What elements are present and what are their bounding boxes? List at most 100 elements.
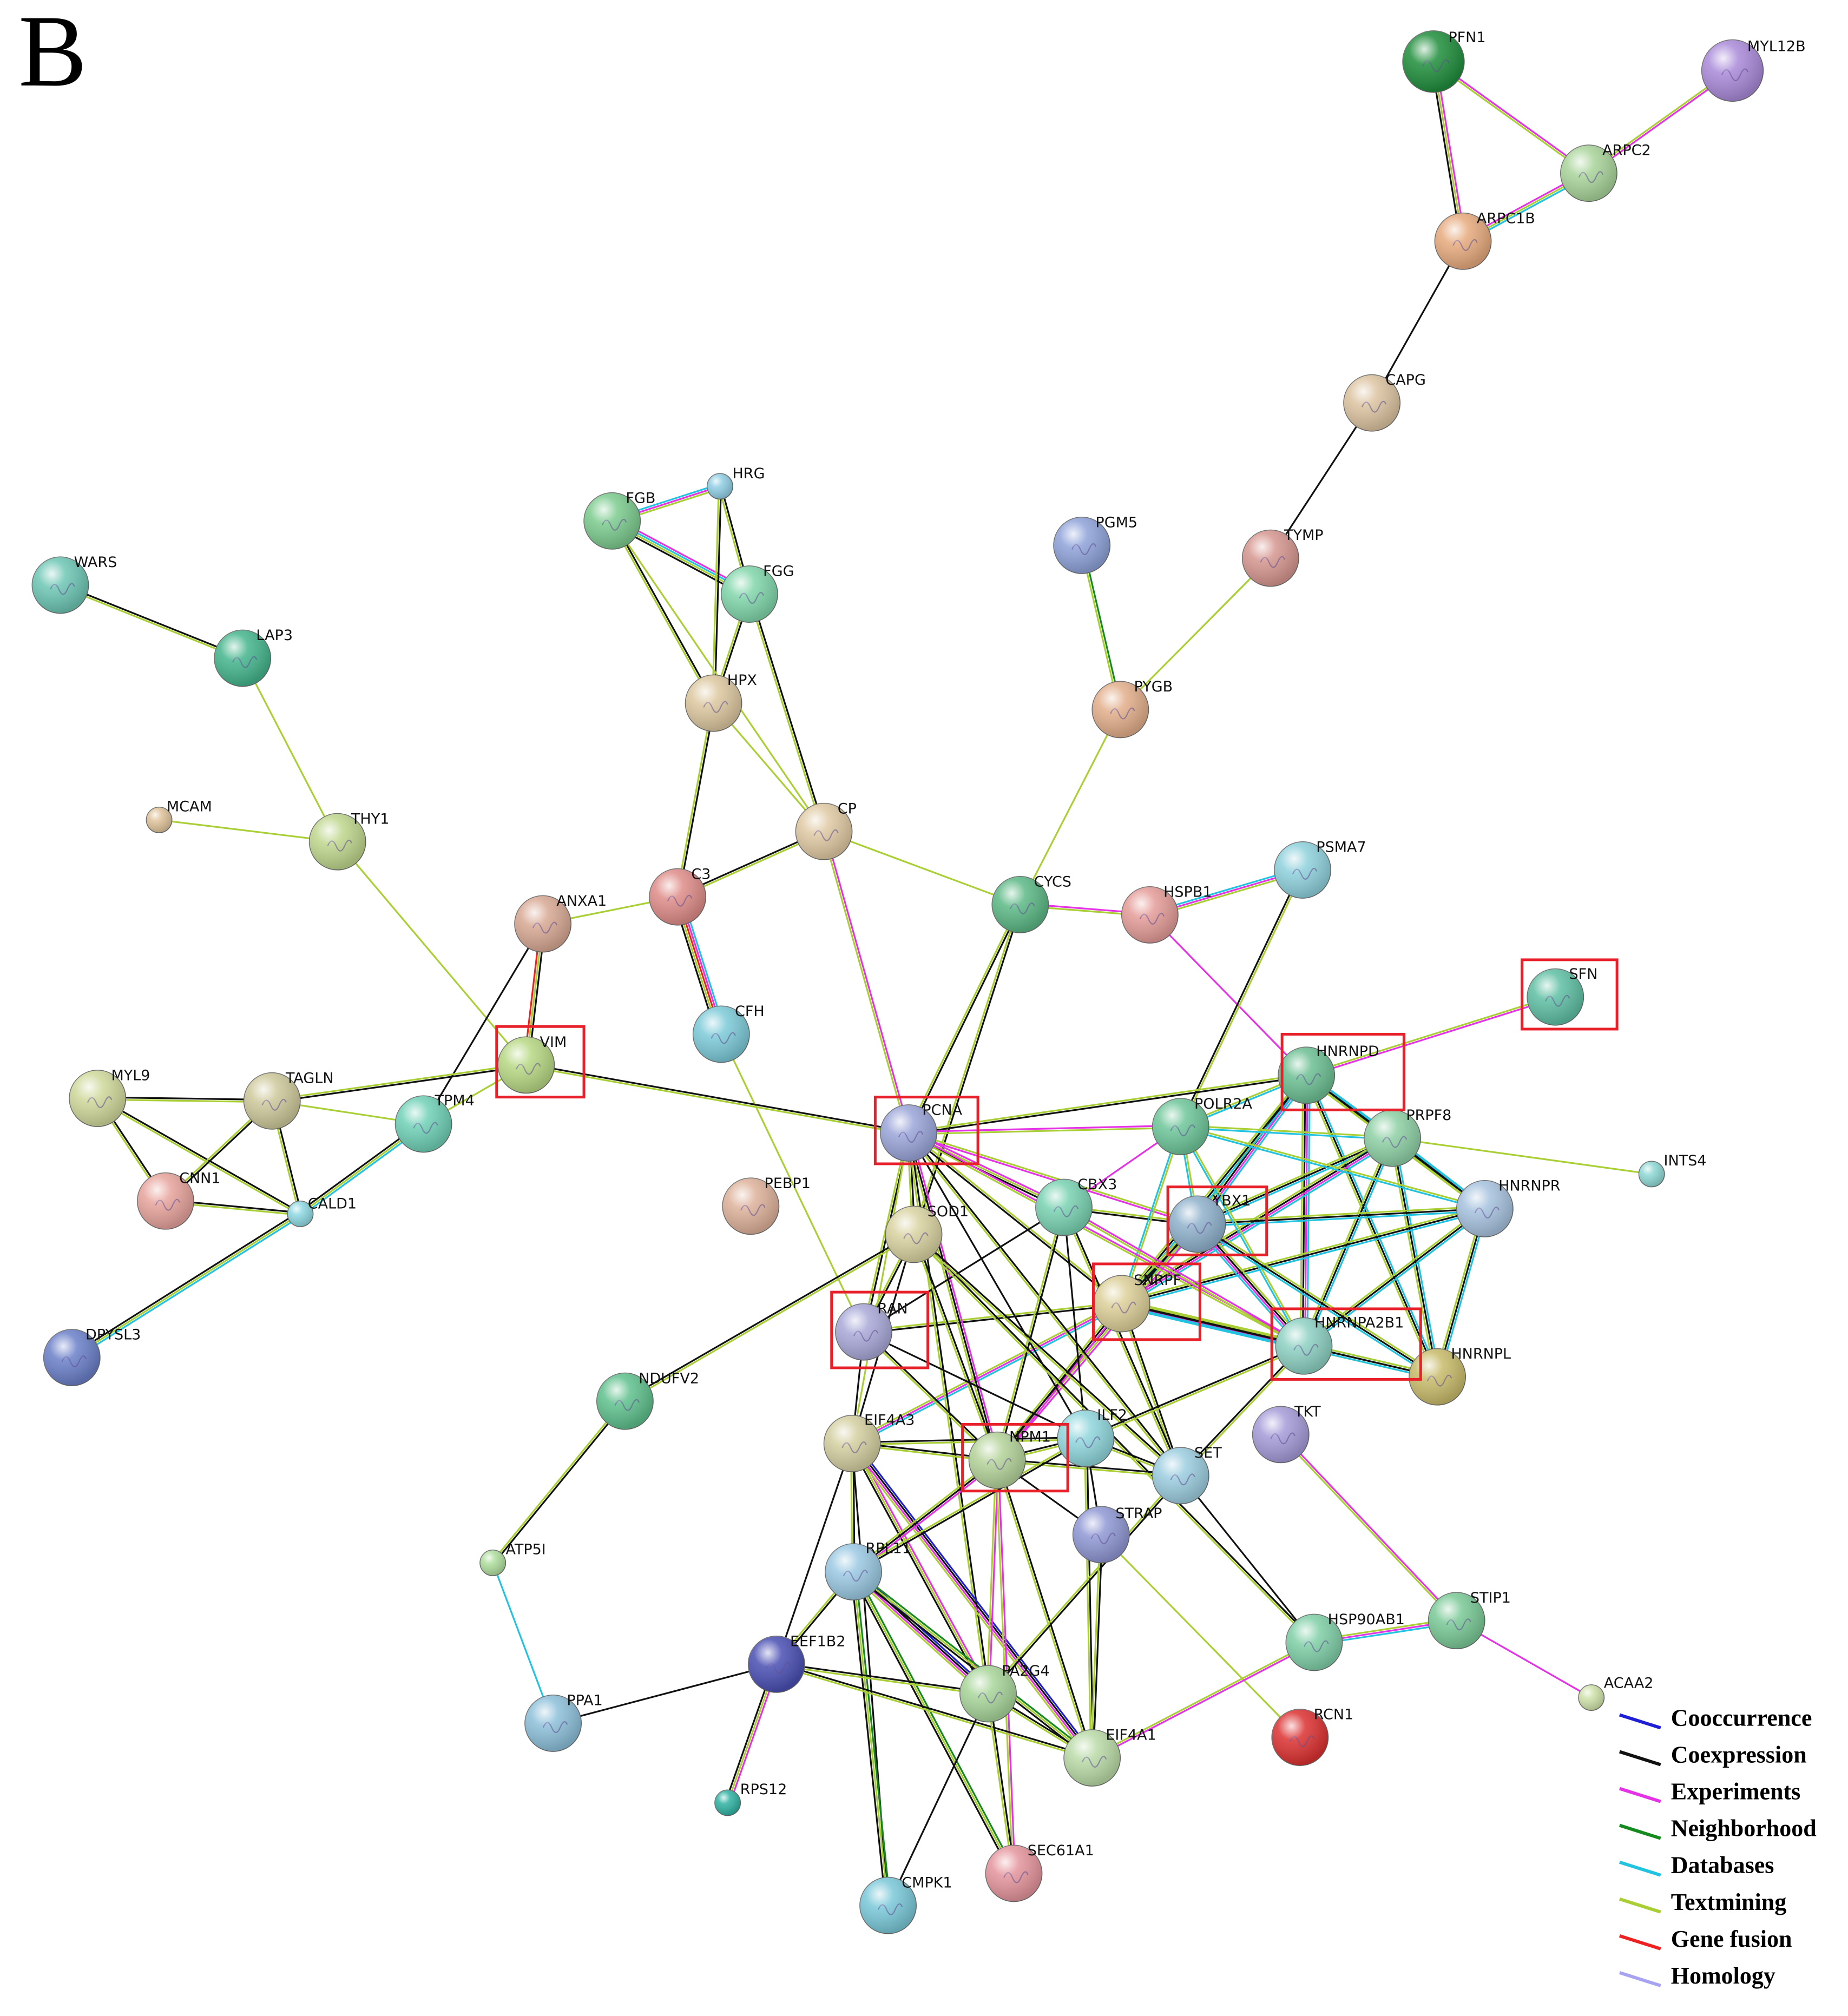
edge-strand-coexpression [863,1207,1065,1333]
edge-cald1-dpysl3 [69,1211,302,1361]
node-pa2g4[interactable]: PA2G4 [959,1663,1050,1723]
node-c3[interactable]: C3 [649,866,711,926]
node-fgg[interactable]: FGG [721,563,794,623]
node-label: TKT [1294,1404,1321,1420]
edge-strand-textmining [852,1571,1015,1875]
node-tpm4[interactable]: TPM4 [394,1092,475,1153]
node-ilf2[interactable]: ILF2 [1057,1407,1127,1467]
node-ybx1[interactable]: YBX1 [1168,1193,1251,1253]
node-sfn[interactable]: SFN [1527,966,1597,1026]
edge-strand-coexpression [1092,1533,1103,1759]
node-rpl11[interactable]: RPL11 [825,1540,911,1601]
node-sod1[interactable]: SOD1 [885,1203,969,1263]
edge-strand-coexpression [775,1662,989,1694]
node-myl9[interactable]: MYL9 [69,1068,150,1127]
node-wars[interactable]: WARS [31,554,117,614]
node-sec61a1[interactable]: SEC61A1 [985,1842,1094,1902]
node-eif4a1[interactable]: EIF4A1 [1063,1727,1156,1787]
node-gloss [722,1178,779,1235]
node-cald1[interactable]: CALD1 [287,1195,357,1227]
edge-pfn1-arpc2 [1432,60,1590,175]
node-myl12b[interactable]: MYL12B [1701,38,1806,102]
node-capg[interactable]: CAPG [1343,372,1426,432]
edge-strand-textmining [908,1131,1199,1224]
node-lap3[interactable]: LAP3 [214,627,293,687]
node-gloss [1063,1729,1121,1787]
node-npm1[interactable]: NPM1 [968,1428,1051,1489]
node-hpx[interactable]: HPX [685,672,757,732]
node-gloss [1073,1506,1129,1563]
node-strap[interactable]: STRAP [1072,1505,1162,1564]
node-anxa1[interactable]: ANXA1 [514,893,607,953]
node-pygb[interactable]: PYGB [1091,678,1173,739]
node-pfn1[interactable]: PFN1 [1402,29,1486,93]
node-hrg[interactable]: HRG [706,465,765,500]
edge-strand-coexpression [1196,1208,1486,1226]
edge-strand-textmining [1085,1346,1305,1441]
node-fgb[interactable]: FGB [583,490,655,550]
node-atp5i[interactable]: ATP5I [479,1541,546,1576]
node-prpf8[interactable]: PRPF8 [1364,1107,1451,1167]
edge-npm1-eif4a1 [995,1459,1094,1760]
node-arpc2[interactable]: ARPC2 [1560,142,1651,202]
node-thy1[interactable]: THY1 [308,811,390,871]
node-ints4[interactable]: INTS4 [1638,1152,1707,1188]
node-eef1b2[interactable]: EEF1B2 [747,1633,846,1693]
node-polr2a[interactable]: POLR2A [1152,1096,1253,1156]
edge-strand-coexpression [1122,1302,1183,1477]
node-gloss [1092,681,1149,738]
node-psma7[interactable]: PSMA7 [1274,839,1366,899]
edge-strand-textmining [852,1571,889,1907]
edge-strand-textmining [908,1131,1123,1304]
node-gloss [1121,886,1179,944]
node-cnn1[interactable]: CNN1 [137,1170,221,1230]
node-gloss [835,1303,892,1360]
edge-myl9-cald1 [96,1096,302,1216]
node-eif4a3[interactable]: EIF4A3 [823,1412,915,1472]
node-cycs[interactable]: CYCS [991,873,1071,933]
node-cmpk1[interactable]: CMPK1 [859,1874,952,1934]
highlight-box-vim [495,1025,586,1099]
node-set[interactable]: SET [1152,1445,1222,1505]
node-label: RCN1 [1314,1707,1354,1723]
legend-swatch [1619,1934,1661,1951]
node-ppa1[interactable]: PPA1 [524,1692,603,1752]
node-hnrnpd[interactable]: HNRNPD [1278,1043,1379,1104]
edge-strand-coexpression [863,1330,999,1460]
node-hnrnpa2b1[interactable]: HNRNPA2B1 [1275,1314,1404,1375]
node-snrpf[interactable]: SNRPF [1093,1272,1181,1333]
node-dpysl3[interactable]: DPYSL3 [43,1327,141,1387]
node-ran[interactable]: RAN [835,1300,908,1361]
node-tymp[interactable]: TYMP [1241,527,1324,587]
node-pgm5[interactable]: PGM5 [1053,514,1137,574]
node-rcn1[interactable]: RCN1 [1271,1707,1354,1766]
edge-strand-databases [1199,1076,1310,1227]
node-rps12[interactable]: RPS12 [714,1781,787,1816]
node-stip1[interactable]: STIP1 [1428,1590,1511,1650]
node-mcam[interactable]: MCAM [146,799,212,833]
node-hsp90ab1[interactable]: HSP90AB1 [1285,1611,1405,1671]
highlight-boxes-layer [495,958,1619,1493]
node-tagln[interactable]: TAGLN [243,1070,334,1130]
node-hnrnpr[interactable]: HNRNPR [1456,1178,1561,1237]
edge-strand-textmining [995,1206,1064,1461]
node-tkt[interactable]: TKT [1252,1404,1321,1464]
node-hspb1[interactable]: HSPB1 [1121,884,1212,944]
node-label: TYMP [1284,527,1324,544]
node-pcna[interactable]: PCNA [880,1102,963,1162]
node-cbx3[interactable]: CBX3 [1035,1176,1117,1236]
node-cfh[interactable]: CFH [692,1003,765,1063]
node-cp[interactable]: CP [795,800,857,860]
node-pebp1[interactable]: PEBP1 [722,1175,811,1235]
node-gloss [649,868,706,925]
node-gloss [1152,1447,1209,1504]
edge-hnrnpr-snrpf [1120,1205,1487,1307]
node-arpc1b[interactable]: ARPC1B [1434,210,1535,270]
edge-lap3-thy1 [241,657,339,843]
node-vim[interactable]: VIM [497,1034,567,1094]
edge-strand-experiments [1306,997,1557,1077]
edge-hnrnpl-ybx1 [1195,1221,1439,1380]
node-ndufv2[interactable]: NDUFV2 [596,1370,699,1430]
node-hnrnpl[interactable]: HNRNPL [1409,1346,1511,1406]
node-acaa2[interactable]: ACAA2 [1578,1675,1654,1711]
